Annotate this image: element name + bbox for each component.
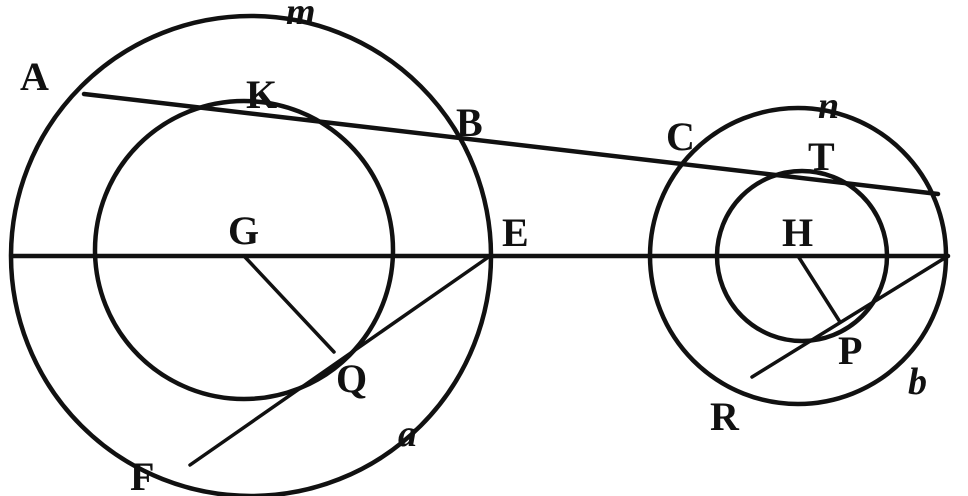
label-arc-m: m: [286, 0, 316, 33]
label-arc-n: n: [818, 85, 839, 127]
label-point-e: E: [502, 210, 529, 255]
label-point-c: C: [666, 114, 695, 159]
label-point-q: Q: [336, 356, 367, 401]
radius-hp: [796, 254, 842, 324]
radius-gq: [242, 254, 336, 354]
inner-circle-left: [92, 98, 396, 402]
line-tangent-eqf: [188, 254, 492, 467]
label-point-r: R: [710, 394, 740, 439]
label-point-f: F: [130, 454, 154, 496]
label-point-p: P: [838, 328, 862, 373]
label-point-k: K: [246, 72, 277, 117]
line-tangent-pr: [750, 254, 950, 379]
label-point-b: B: [456, 100, 483, 145]
label-arc-b: b: [908, 361, 927, 403]
label-point-g: G: [228, 208, 259, 253]
label-arc-a: a: [398, 413, 417, 455]
label-point-t: T: [808, 134, 835, 179]
label-point-a: A: [20, 54, 49, 99]
label-point-h: H: [782, 210, 813, 255]
line-tangent-top: [81, 91, 941, 197]
